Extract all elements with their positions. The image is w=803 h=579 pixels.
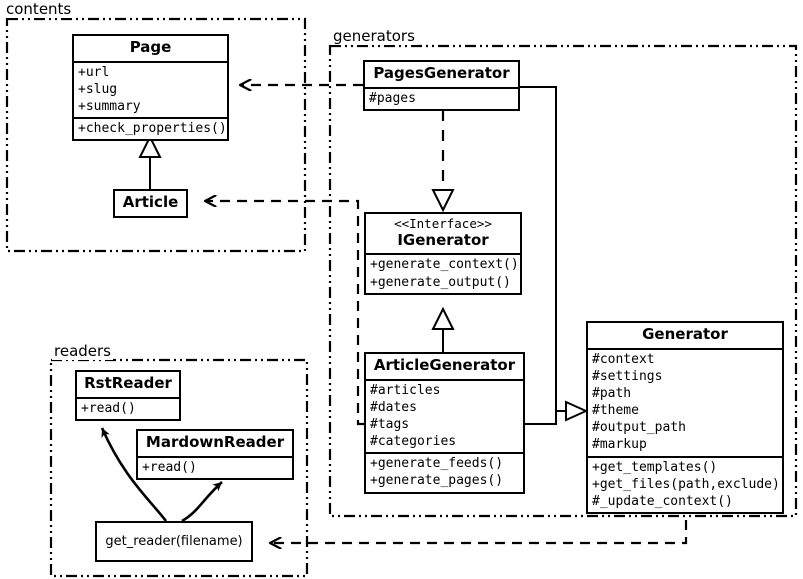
operation: #_update_context() [592, 493, 733, 509]
attribute: #output_path [592, 420, 686, 436]
attribute: +slug [78, 81, 118, 97]
class-operations-article-generator: +generate_feeds() +generate_pages() [366, 452, 523, 491]
class-box-pages-generator[interactable]: PagesGenerator #pages [363, 60, 520, 111]
attribute: #settings [592, 368, 663, 384]
package-label-readers: readers [52, 342, 113, 360]
class-box-rst-reader[interactable]: RstReader +read() [75, 370, 181, 421]
class-operations-page: +check_properties() [74, 117, 227, 139]
class-box-page[interactable]: Page +url +slug +summary +check_properti… [72, 34, 229, 142]
class-name-rst-reader: RstReader [84, 374, 172, 392]
attribute: #theme [592, 403, 639, 419]
attribute: #path [592, 386, 632, 401]
class-attributes-pages-generator: #pages [365, 86, 518, 109]
attribute: #dates [370, 399, 417, 415]
class-name-generator: Generator [642, 325, 728, 343]
operation: +get_templates() [592, 459, 718, 475]
attribute: +url [78, 64, 110, 80]
class-box-article[interactable]: Article [113, 189, 188, 218]
class-operations-mardown-reader: +read() [138, 455, 292, 478]
operation: +read() [142, 459, 197, 475]
function-box-get-reader[interactable]: get_reader(filename) [95, 521, 253, 562]
attribute: #pages [369, 90, 416, 106]
operation: +get_files(path,exclude) [592, 476, 780, 492]
class-operations-igenerator: +generate_context() +generate_output() [366, 253, 520, 292]
attribute: #categories [370, 434, 457, 450]
operation: +generate_pages() [370, 473, 504, 489]
class-box-article-generator[interactable]: ArticleGenerator #articles #dates #tags … [364, 352, 525, 494]
class-box-mardown-reader[interactable]: MardownReader +read() [136, 429, 294, 480]
class-name-article: Article [122, 193, 179, 211]
class-name-article-generator: ArticleGenerator [373, 356, 516, 374]
attribute: #markup [592, 437, 647, 453]
operation: +check_properties() [78, 121, 227, 137]
class-name-mardown-reader: MardownReader [145, 433, 285, 451]
class-name-pages-generator: PagesGenerator [373, 64, 510, 82]
relation-generators-inherit-generator [520, 86, 589, 425]
relation-pagesgenerator-realizes-igenerator [431, 110, 455, 213]
attribute: #articles [370, 382, 441, 398]
attribute: +summary [78, 99, 141, 114]
class-operations-generator: +get_templates() +get_files(path,exclude… [588, 455, 782, 512]
class-stereotype-interface: <<Interface>> [394, 216, 492, 231]
attribute: #tags [370, 417, 410, 432]
relation-articlegenerator-uses-article [205, 201, 364, 426]
class-name-page: Page [129, 38, 172, 56]
operation: +generate_feeds() [370, 456, 504, 472]
class-attributes-page: +url +slug +summary [74, 60, 227, 117]
class-operations-rst-reader: +read() [77, 396, 179, 419]
package-label-generators: generators [331, 27, 417, 45]
function-label: get_reader(filename) [105, 534, 243, 549]
class-attributes-generator: #context #settings #path #theme #output_… [588, 347, 782, 456]
class-box-igenerator[interactable]: <<Interface>> IGenerator +generate_conte… [364, 212, 522, 295]
relation-get-reader-creates-mardownreader [181, 481, 223, 523]
class-name-igenerator: <<Interface>> IGenerator [366, 214, 520, 253]
relation-articlegenerator-realizes-igenerator [431, 306, 455, 352]
operation: +generate_context() [370, 257, 519, 273]
operation: +read() [81, 400, 136, 416]
relation-article-inherits-page [138, 134, 162, 190]
package-label-contents: contents [4, 0, 74, 18]
class-name-label: IGenerator [397, 230, 489, 249]
operation: +generate_output() [370, 274, 511, 290]
attribute: #context [592, 351, 655, 367]
class-attributes-article-generator: #articles #dates #tags #categories [366, 378, 523, 453]
class-box-generator[interactable]: Generator #context #settings #path #them… [586, 321, 784, 515]
